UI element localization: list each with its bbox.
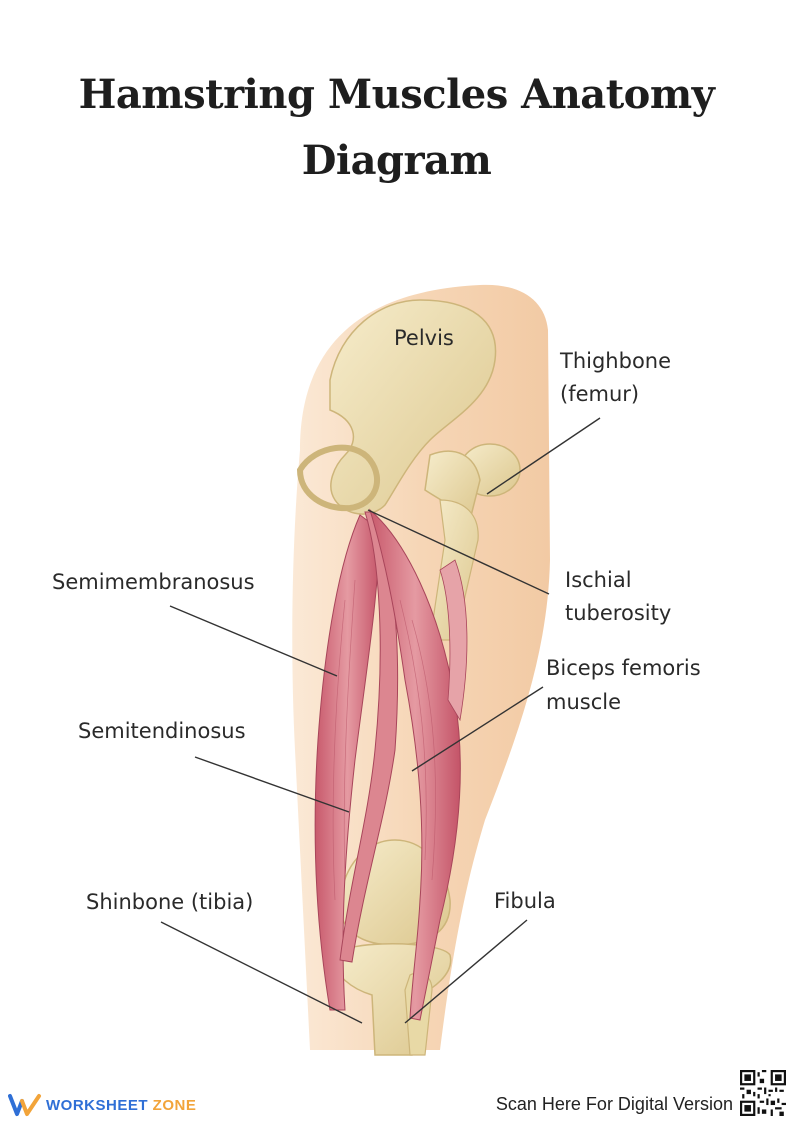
pelvis-ring xyxy=(296,444,381,512)
w-logo-icon xyxy=(8,1094,41,1116)
qr-code-icon[interactable] xyxy=(740,1070,786,1116)
biceps-short-head xyxy=(439,559,468,722)
leader-line-thighbone xyxy=(486,417,601,495)
label-thighbone-line1: Thighbone xyxy=(560,349,672,373)
page-title: Hamstring Muscles Anatomy Diagram xyxy=(78,71,715,184)
semitendinosus-muscle xyxy=(339,511,399,963)
label-semitendinosus: Semitendinosus xyxy=(78,719,246,743)
label-biceps-line1: Biceps femoris xyxy=(546,656,701,680)
label-pelvis: Pelvis xyxy=(394,326,454,350)
label-shinbone: Shinbone (tibia) xyxy=(86,890,254,914)
label-semimembranosus: Semimembranosus xyxy=(52,570,255,594)
worksheet-zone-logo[interactable]: WORKSHEET ZONE xyxy=(8,1092,196,1118)
label-ischial-line2: tuberosity xyxy=(565,601,672,625)
leader-line-fibula xyxy=(404,919,528,1024)
leader-line-semimembranosus xyxy=(169,605,338,677)
label-biceps-line2: muscle xyxy=(546,690,622,714)
brand-name: WORKSHEET ZONE xyxy=(46,1096,197,1114)
scan-instruction: Scan Here For Digital Version xyxy=(495,1094,733,1114)
leader-line-semitendinosus xyxy=(194,756,350,813)
label-fibula: Fibula xyxy=(494,889,556,913)
label-ischial-line1: Ischial xyxy=(565,568,632,592)
leader-line-ischial xyxy=(367,509,550,595)
muscle-fibres xyxy=(332,579,436,901)
femur-neck xyxy=(424,450,481,522)
leader-line-biceps xyxy=(411,686,544,772)
leader-line-shinbone xyxy=(160,921,363,1024)
label-thighbone-line2: (femur) xyxy=(560,382,640,406)
